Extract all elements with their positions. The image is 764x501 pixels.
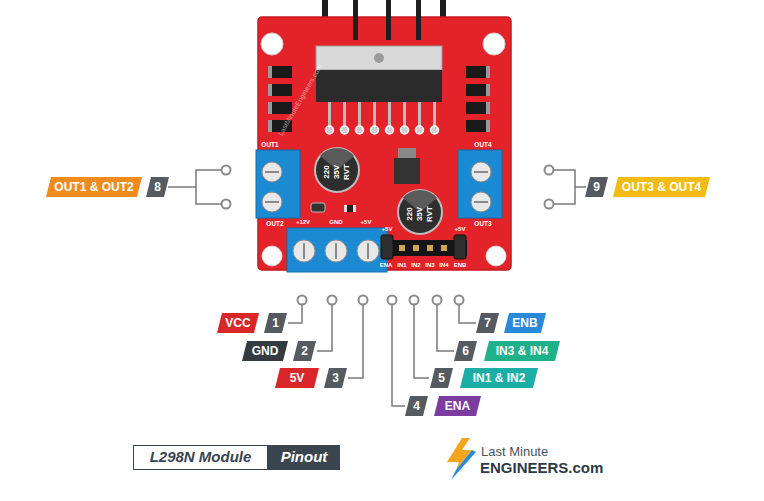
- silkscreen-label: +5V: [361, 219, 372, 225]
- callout-number-text: 2: [301, 341, 308, 361]
- callout-number-text: 7: [484, 313, 491, 333]
- regulator: [394, 158, 420, 184]
- label-text: VCC: [225, 313, 250, 333]
- pin-dots: [222, 166, 554, 305]
- silkscreen-label: +5V: [382, 226, 393, 232]
- silkscreen-label: IN2: [411, 262, 420, 268]
- silkscreen-label: +5V: [455, 226, 466, 232]
- silkscreen-label: OUT3: [474, 221, 491, 228]
- capacitor-marking: 35V: [333, 165, 341, 179]
- callout-number: 3: [324, 368, 347, 388]
- screw-terminal: [458, 150, 502, 218]
- pin-label-tag: 5V: [275, 368, 319, 388]
- pin-label-tag: OUT3 & OUT4: [613, 177, 710, 197]
- callout-number-text: 6: [462, 341, 469, 361]
- silkscreen-label: IN3: [425, 262, 434, 268]
- title-box: Pinout: [268, 445, 340, 470]
- smd-part: [344, 205, 356, 212]
- pin-label-tag: GND: [242, 341, 288, 361]
- smd-part: [353, 205, 356, 212]
- ic-tab: [316, 46, 442, 70]
- ic-pins: [328, 102, 436, 126]
- capacitor-marking: 220: [323, 165, 331, 178]
- heatsink-fin: [353, 0, 358, 40]
- label-text: IN1 & IN2: [473, 368, 526, 388]
- mounting-hole: [262, 246, 282, 266]
- heatsink-fin: [416, 0, 421, 40]
- callout-number-text: 8: [154, 177, 161, 197]
- capacitor-marking: 35V: [416, 207, 424, 221]
- label-text: OUT3 & OUT4: [622, 177, 701, 197]
- label-text: OUT1 & OUT2: [54, 177, 133, 197]
- label-text: Pinout: [281, 446, 328, 468]
- pin-label-tag: IN3 & IN4: [484, 341, 560, 361]
- ic-tab-hole: [374, 53, 384, 63]
- callout-number: 1: [264, 313, 287, 333]
- silkscreen-label: OUT4: [474, 142, 491, 149]
- leader-lines: [168, 170, 586, 406]
- callout-number: 8: [146, 177, 169, 197]
- capacitor-marking: 220: [406, 207, 414, 220]
- callout-number-text: 5: [438, 368, 445, 388]
- pin-label-tag: OUT1 & OUT2: [46, 177, 142, 197]
- logo-bolt: [451, 450, 476, 480]
- solder-pads: [326, 126, 439, 134]
- callout-number: 2: [293, 341, 316, 361]
- label-text: L298N Module: [150, 446, 252, 468]
- callout-number: 6: [454, 341, 477, 361]
- capacitor-marking: RVT: [426, 206, 434, 222]
- silkscreen-label: ENB: [454, 262, 467, 268]
- regulator-tab: [398, 148, 416, 158]
- logo-bolt: [447, 438, 472, 470]
- pin-label-tag: IN1 & IN2: [460, 368, 538, 388]
- label-text: 5V: [290, 368, 305, 388]
- silkscreen-label: GND: [329, 219, 342, 225]
- mounting-hole: [486, 246, 506, 266]
- callout-number-text: 9: [593, 177, 600, 197]
- jumper-cap: [454, 235, 466, 259]
- capacitor: [315, 148, 359, 192]
- silkscreen-label: IN4: [439, 262, 448, 268]
- pin-label-tag: ENA: [434, 396, 481, 416]
- power-terminal: [287, 228, 387, 272]
- watermark: LastMinuteEngineers.com: [277, 63, 324, 137]
- callout-number: 4: [405, 396, 428, 416]
- logo-text: ENGINEERS.com: [480, 460, 603, 475]
- callout-number-text: 3: [332, 368, 339, 388]
- silkscreen-label: ENA: [380, 262, 393, 268]
- callout-number-text: 4: [413, 396, 420, 416]
- mounting-hole: [261, 33, 283, 55]
- smd-part: [344, 205, 347, 212]
- silkscreen-label: IN1: [397, 262, 406, 268]
- ic-body: [316, 70, 442, 102]
- label-text: ENA: [445, 396, 470, 416]
- callout-number: 5: [430, 368, 453, 388]
- pin-label-tag: ENB: [504, 313, 546, 333]
- callout-number: 7: [476, 313, 499, 333]
- label-text: ENB: [512, 313, 537, 333]
- header-pins: [399, 245, 447, 251]
- label-text: IN3 & IN4: [496, 341, 549, 361]
- callout-number: 9: [585, 177, 608, 197]
- capacitor: [398, 190, 442, 234]
- silkscreen-label: OUT2: [266, 221, 283, 228]
- mounting-hole: [483, 33, 505, 55]
- callout-number-text: 1: [272, 313, 279, 333]
- logo-text: Last Minute: [481, 445, 548, 458]
- screw-terminal: [256, 150, 300, 218]
- silkscreen-label: OUT1: [261, 142, 278, 149]
- capacitor-marking: RVT: [343, 164, 351, 180]
- pin-label-tag: VCC: [217, 313, 259, 333]
- jumper-cap: [381, 235, 393, 259]
- jumper: [311, 203, 325, 212]
- label-text: GND: [252, 341, 279, 361]
- silkscreen-label: +12V: [296, 219, 310, 225]
- title-box: L298N Module: [133, 445, 268, 470]
- heatsink-fin: [386, 0, 391, 40]
